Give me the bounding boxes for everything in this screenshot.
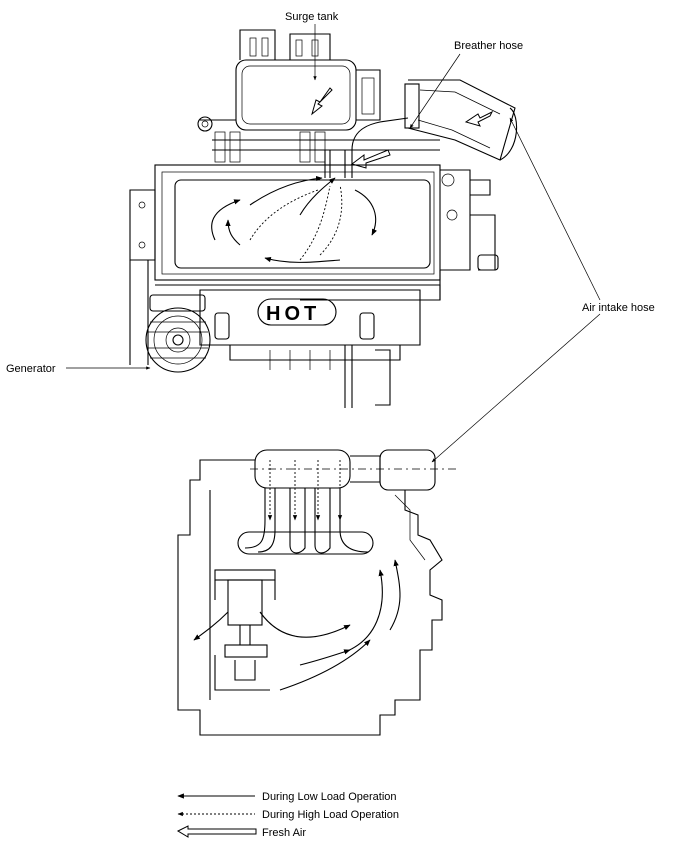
air-intake-hose-drawing	[404, 79, 518, 161]
legend-low-load-label: During Low Load Operation	[262, 791, 397, 803]
cylinder-head-cover	[129, 164, 499, 365]
breather-hose-label: Breather hose	[454, 40, 523, 52]
legend: During Low Load Operation During High Lo…	[176, 791, 399, 839]
generator-label: Generator	[6, 363, 56, 375]
surge-tank-label: Surge tank	[285, 11, 339, 23]
legend-fresh-air: Fresh Air	[176, 825, 306, 839]
legend-high-load-label: During High Load Operation	[262, 809, 399, 821]
callouts: Surge tank Breather hose Air intake hose…	[6, 11, 655, 463]
legend-low-load: During Low Load Operation	[177, 791, 397, 803]
cylinder-block: HOT	[155, 284, 441, 408]
legend-fresh-air-label: Fresh Air	[262, 827, 306, 839]
surge-tank	[235, 29, 381, 131]
intake-runner	[237, 449, 460, 555]
intake-pipes	[197, 116, 440, 178]
piston	[214, 569, 276, 691]
legend-high-load: During High Load Operation	[177, 809, 399, 821]
crankcase-flow-arrows	[193, 559, 401, 691]
head-flow-arrows	[211, 175, 377, 263]
fresh-air-arrows	[311, 87, 494, 169]
block-outline	[177, 459, 443, 736]
air-intake-hose-label: Air intake hose	[582, 302, 655, 314]
hot-label: HOT	[266, 303, 320, 325]
engine-top-view: HOT	[129, 29, 518, 408]
engine-cross-section	[177, 449, 460, 736]
generator-drawing	[145, 294, 211, 373]
